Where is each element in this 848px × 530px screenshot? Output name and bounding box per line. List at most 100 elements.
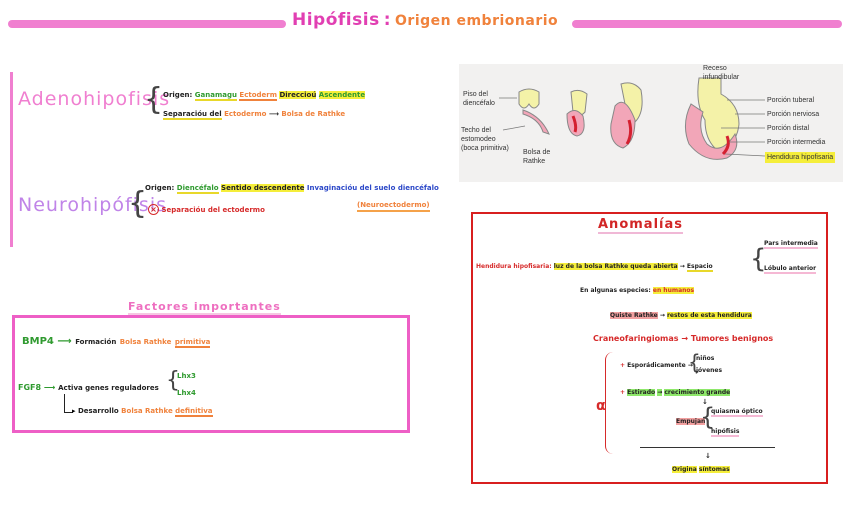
- arrow-icon: →: [659, 312, 665, 319]
- genes-brace: {: [166, 368, 180, 393]
- label-bolsa: Bolsa de Rathke: [523, 149, 551, 165]
- header-bar-left: [8, 20, 286, 28]
- esporadico-brace: {: [688, 350, 701, 374]
- label-distal: Porción distal: [767, 125, 810, 132]
- label-techo: Techo del estomodeo (boca primitiva): [461, 127, 509, 152]
- result-line: [640, 447, 775, 448]
- factors-box: [12, 315, 410, 433]
- gene-lhx4: Lhx4: [177, 389, 196, 397]
- crecimiento-text: crecimiento grande: [664, 389, 731, 396]
- adeno-origen: Origen: Ganamagu Ectoderm Direccioú Asce…: [163, 91, 366, 101]
- neuro-origen-2: Sentido descendente: [221, 184, 305, 192]
- label-nerviosa: Porción nerviosa: [767, 111, 820, 118]
- neuro-neuroectodermo: (Neuroectodermo): [357, 201, 430, 212]
- figure-drawing: [499, 77, 766, 160]
- ninos: niños: [696, 355, 715, 362]
- jovenes: jóvenes: [696, 367, 723, 374]
- arrow-icon: ⟶: [43, 383, 56, 392]
- neuro-no-sep-text: Separacióu del ectodermo: [161, 206, 265, 214]
- sintomas-text: síntomas: [698, 466, 730, 473]
- anom-quiste: Quiste Rathke → restos de esta hendidura: [610, 312, 752, 319]
- factors-title: Factores importantes: [128, 300, 281, 315]
- bmp-primitive: primitiva: [174, 338, 211, 348]
- adeno-sep: Separacióu del Ectodermo ⟶ Bolsa de Rath…: [163, 110, 346, 120]
- restos-text: restos de esta hendidura: [666, 312, 752, 319]
- down-arrow-icon: ↓: [702, 398, 708, 406]
- empujan: Empujan: [676, 418, 706, 425]
- bmp-detail: Bolsa Rathke: [119, 338, 172, 346]
- hendidura-text: luz de la bolsa Rathke queda abierta: [553, 263, 678, 270]
- arrow-icon: ⟶: [57, 336, 72, 347]
- desarrollo-text: Desarrollo: [77, 407, 119, 415]
- neuro-origen-1: Diencéfalo: [176, 184, 219, 194]
- title-separator: :: [383, 10, 392, 30]
- adeno-sep-to: Bolsa de Rathke: [281, 110, 346, 118]
- arrow-icon: ▸: [72, 407, 76, 415]
- bmp-text: Formación: [75, 338, 117, 346]
- empujan-brace: {: [700, 403, 716, 431]
- label-hendidura: Hendidura hipofisaria: [765, 152, 836, 163]
- adeno-origen-label: Origen:: [163, 91, 193, 99]
- neuro-origen: Origen: Diencéfalo Sentido descendente I…: [145, 184, 439, 194]
- origina-text: Origina: [672, 466, 697, 473]
- espacio-brace: {: [750, 244, 767, 274]
- adeno-sep-label: Separacióu del: [163, 110, 222, 120]
- adeno-sep-from: Ectodermo: [224, 110, 267, 118]
- esporadico-text: Esporádicamente: [627, 362, 686, 369]
- anom-estirado: + Estirado → crecimiento grande: [620, 389, 731, 396]
- header-bar-right: [572, 20, 842, 28]
- adeno-origen-4: Ascendente: [318, 91, 366, 99]
- adeno-title: Adenohipofisis: [18, 88, 171, 110]
- desarrollo-def: definitiva: [175, 407, 213, 417]
- pars-anterior: Lóbulo anterior: [764, 265, 817, 274]
- label-piso: Piso del diencéfalo: [463, 91, 495, 107]
- neuro-title: Neurohipófisis: [18, 194, 168, 216]
- pars-intermedia: Pars intermedia: [764, 240, 818, 249]
- cross-circle-icon: ×: [148, 204, 159, 215]
- arrow-icon: →: [679, 263, 685, 270]
- cranio-text: Craneofaringiomas: [593, 334, 679, 343]
- label-intermedia: Porción intermedia: [767, 139, 826, 146]
- factor-bmp: BMP4 ⟶ Formación Bolsa Rathke primitiva: [22, 336, 211, 348]
- neuro-origen-label: Origen:: [145, 184, 175, 192]
- anom-cranio: Craneofaringiomas → Tumores benignos: [593, 334, 773, 343]
- adeno-origen-1: Ganamagu: [194, 91, 237, 101]
- anom-especies: En algunas especies: en humanos: [580, 287, 695, 294]
- title-main: Hipófisis: [292, 10, 380, 30]
- label-tuberal: Porción tuberal: [767, 97, 815, 104]
- quiasma: quiasma óptico: [711, 408, 763, 417]
- down-arrow-icon-2: ↓: [705, 452, 711, 460]
- embryology-figure: Piso del diencéfalo Techo del estomodeo …: [459, 64, 843, 182]
- arrow-icon: →: [681, 334, 689, 343]
- gene-lhx3: Lhx3: [177, 372, 196, 380]
- anom-origina: Origina síntomas: [672, 466, 730, 473]
- anom-big-brace: [605, 352, 616, 454]
- especies-text: En algunas especies:: [580, 287, 651, 294]
- arrow-icon: →: [657, 389, 663, 396]
- hipofisis: hipófisis: [711, 428, 740, 437]
- anom-hendidura: Hendidura hipofisaria: luz de la bolsa R…: [476, 263, 713, 272]
- anomalias-box: [471, 212, 828, 484]
- fgf-text: Activa genes reguladores: [58, 384, 159, 392]
- page-title: Hipófisis:Origen embrionario: [292, 10, 558, 30]
- arrow-icon: ⟶: [268, 110, 282, 118]
- espacio-text: Espacio: [686, 263, 713, 272]
- anom-esporadico: + Esporádicamente →: [620, 362, 693, 369]
- desarrollo-detail: Bolsa Rathke: [121, 407, 173, 415]
- neuro-brace: {: [128, 186, 148, 221]
- label-receso: Receso infundibular: [703, 65, 740, 81]
- tumores-text: Tumores benignos: [690, 334, 774, 343]
- left-divider: [10, 72, 13, 247]
- factor-desarrollo: ▸ Desarrollo Bolsa Rathke definitiva: [72, 407, 213, 417]
- fgf-label: FGF8: [18, 383, 42, 392]
- factor-fgf: FGF8 ⟶ Activa genes reguladores: [18, 383, 159, 392]
- adeno-origen-3: Direccioú: [279, 91, 317, 99]
- anomalias-title: Anomalías: [598, 217, 683, 234]
- neuro-origen-3: Invaginacióu del suelo diencéfalo: [306, 184, 439, 192]
- quiste-text: Quiste Rathke: [610, 312, 658, 319]
- corner-arrow-icon: [64, 394, 73, 413]
- alpha-icon: α: [596, 398, 606, 414]
- adeno-origen-2: Ectoderm: [239, 91, 278, 101]
- arrow-icon: →: [687, 362, 693, 369]
- hendidura-label: Hendidura hipofisaria:: [476, 263, 552, 270]
